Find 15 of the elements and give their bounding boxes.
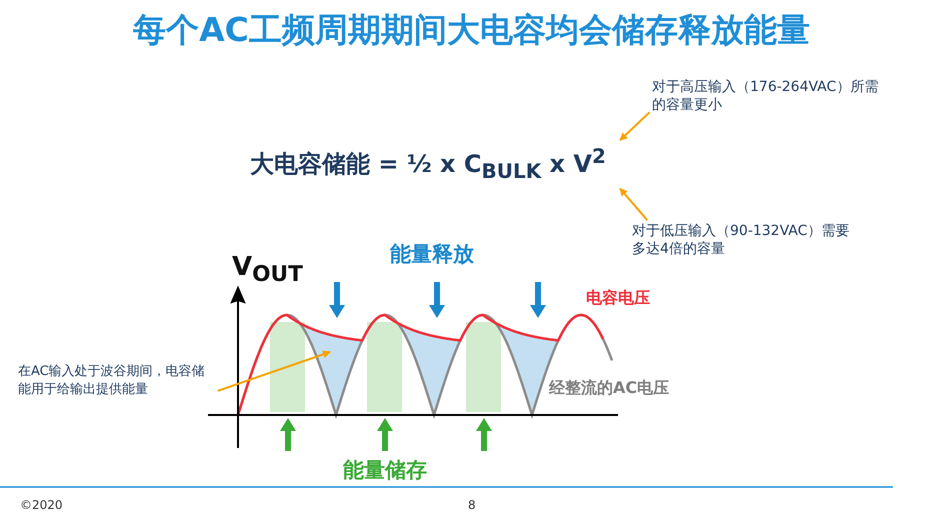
page-number: 8 [468,498,476,512]
axis-label: V$_{OUT}$ [232,252,303,288]
annotation-text: 对于低压输入（90-132VAC）需要多达4倍的容量 [632,222,850,258]
annotation-text: 在AC输入处于波谷期间，电容储能用于给输出提供能量 [18,362,214,398]
arrow [619,111,650,141]
formula: 大电容储能 = ½ x C$_{BULK}$ x V$^{2}$ [250,144,606,183]
copyright-text: ©2020 [20,498,63,512]
leader-line [218,350,331,392]
slide-title: 每个AC工频周期期间大电容均会储存释放能量 [132,9,811,51]
curve-label: 经整流的AC电压 [549,378,670,399]
curve-label: 电容电压 [586,288,650,309]
section-heading: 能量储存 [343,457,427,484]
arrow [619,188,648,221]
annotation-text: 对于高压输入（176-264VAC）所需的容量更小 [652,78,887,114]
section-heading: 能量释放 [390,241,474,268]
